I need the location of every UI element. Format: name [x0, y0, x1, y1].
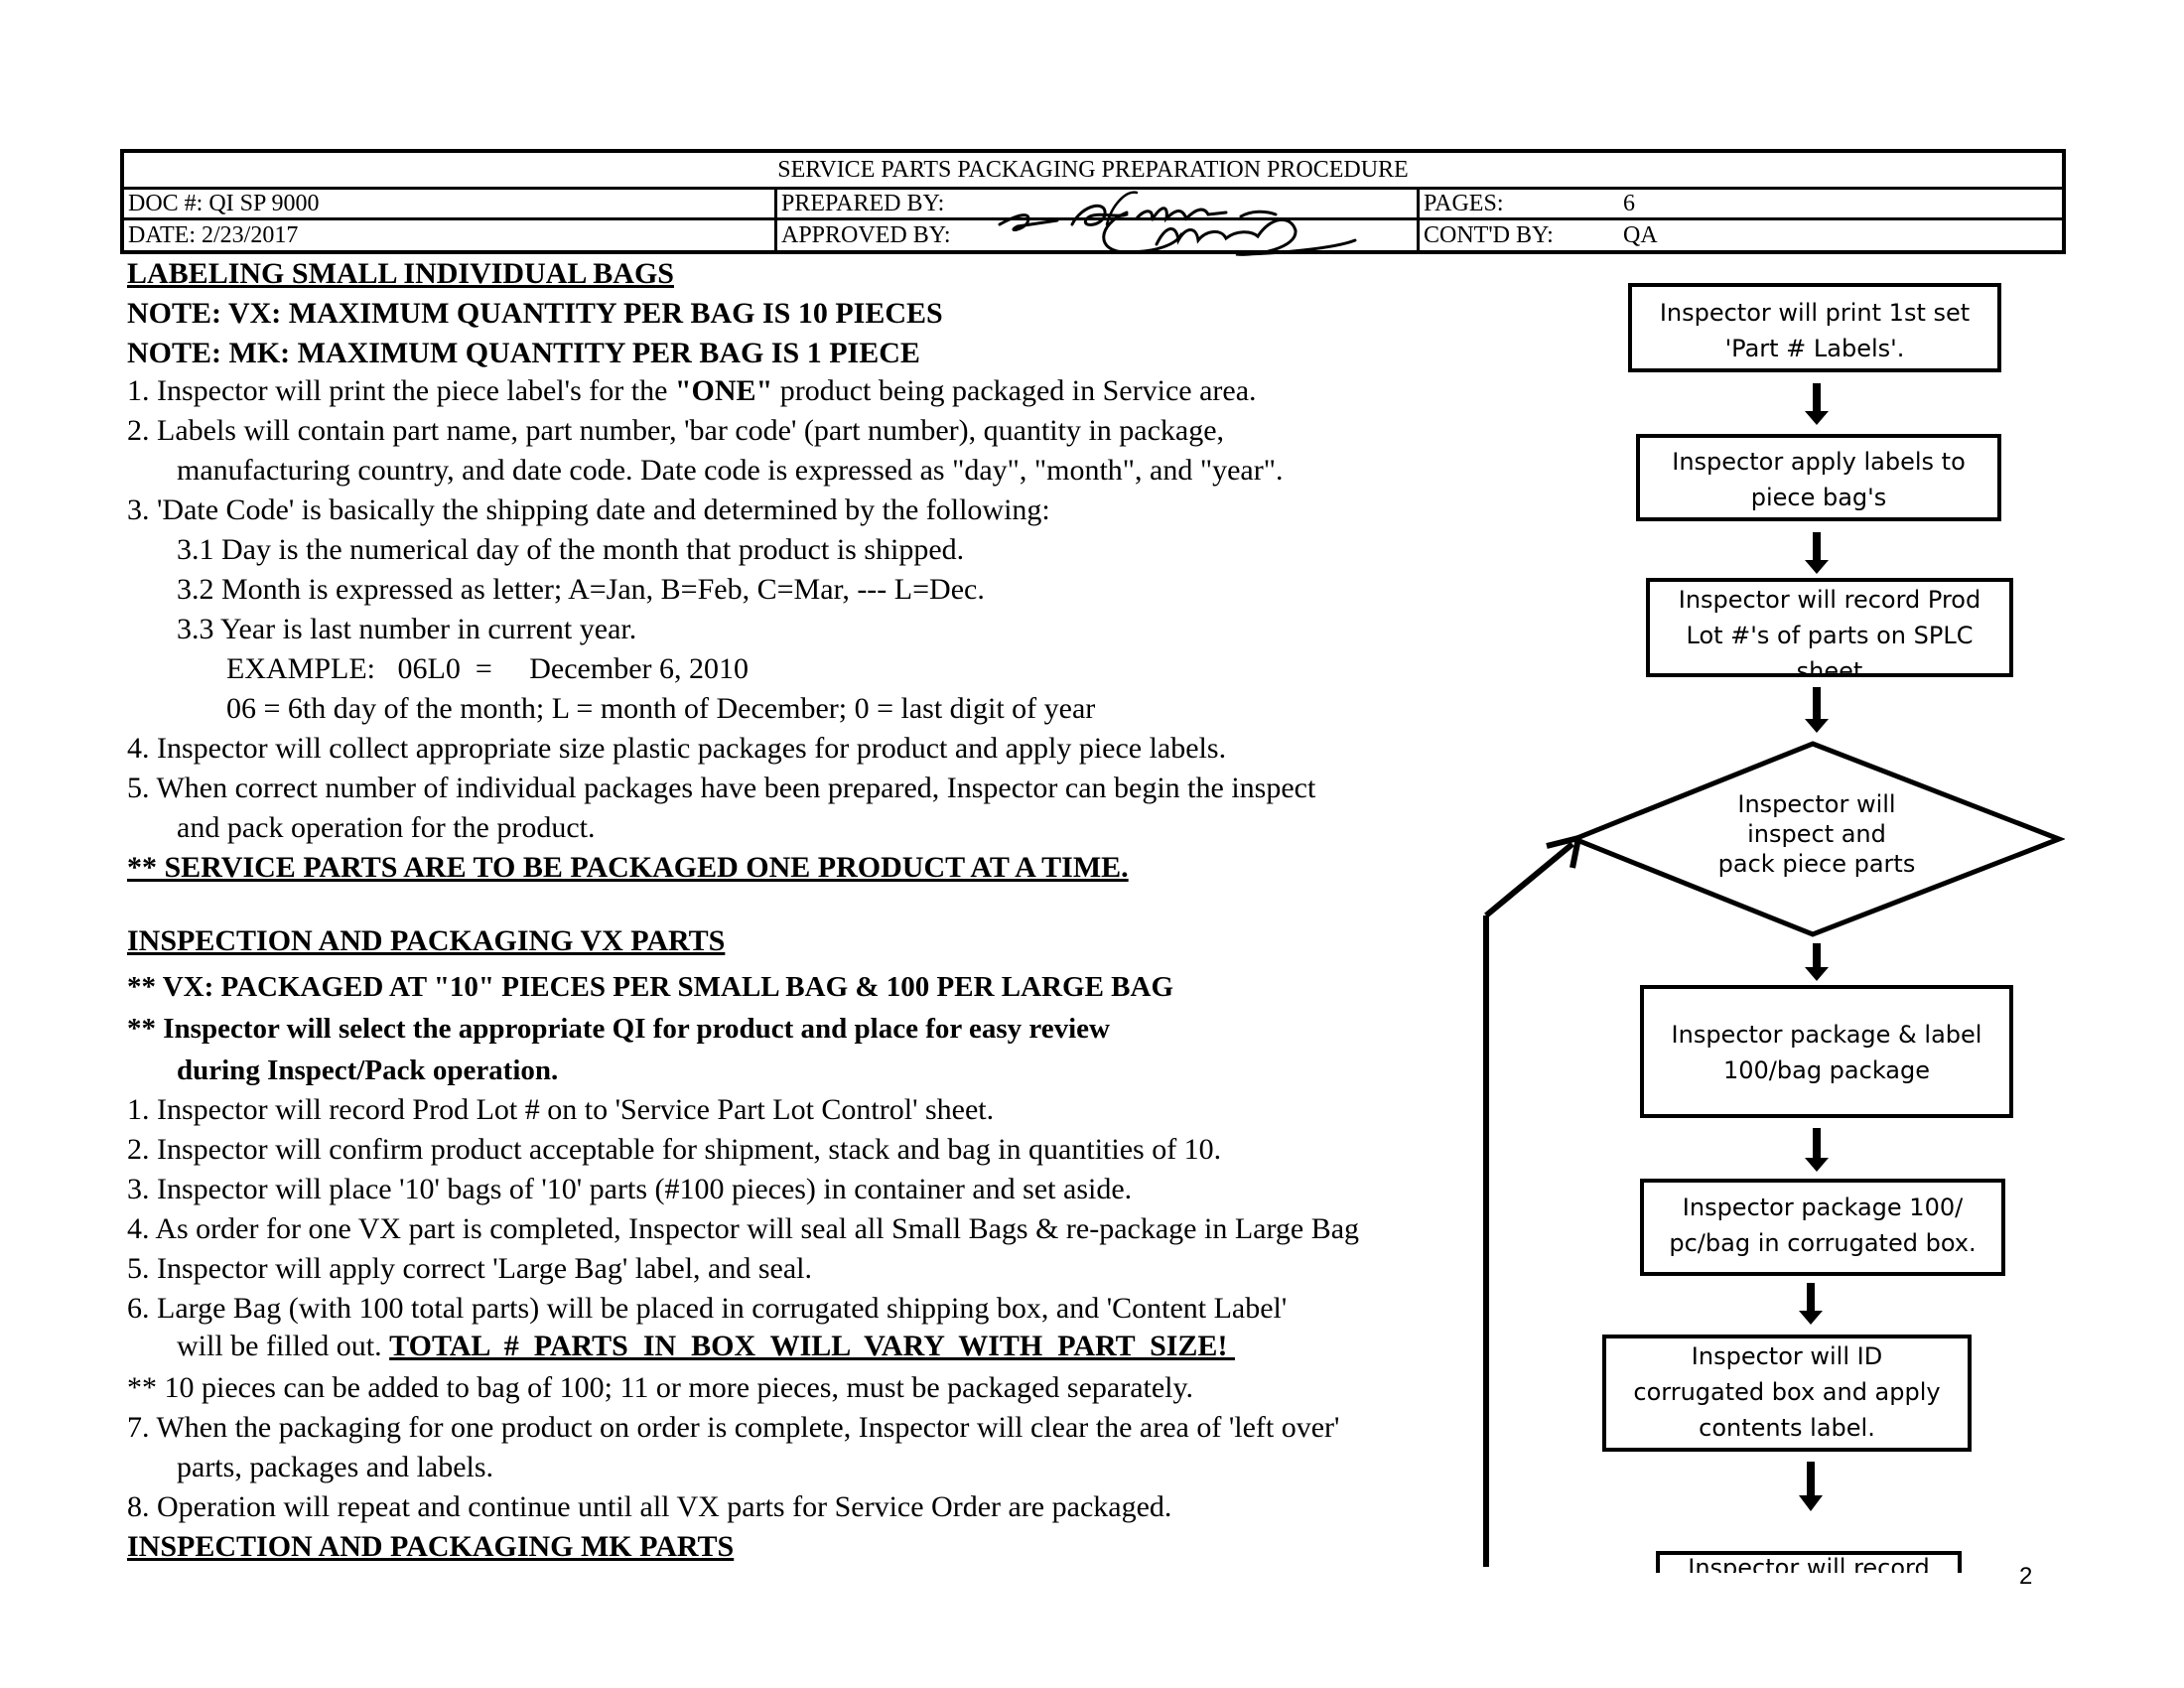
step-3-3: 3.3 Year is last number in current year.	[177, 613, 637, 645]
flow-decision-text: Inspector will inspect and pack piece pa…	[1678, 789, 1956, 879]
date-label: DATE:	[128, 222, 196, 248]
step-3-1: 3.1 Day is the numerical day of the mont…	[177, 533, 965, 566]
down-arrow-icon	[1805, 532, 1829, 574]
qi-review-note: ** Inspector will select the appropriate…	[127, 1013, 1110, 1045]
note-vx-quantity: NOTE: VX: MAXIMUM QUANTITY PER BAG IS 10…	[127, 297, 943, 330]
prepared-by-label: PREPARED BY:	[781, 191, 945, 216]
header-table: SERVICE PARTS PACKAGING PREPARATION PROC…	[120, 149, 2066, 256]
divider	[1417, 187, 1420, 254]
down-arrow-icon	[1799, 1462, 1823, 1511]
step-5: 5. When correct number of individual pac…	[127, 772, 1316, 804]
step-3: 3. 'Date Code' is basically the shipping…	[127, 493, 1050, 526]
flow-step-record-clip: Inspector will record	[1656, 1551, 1962, 1573]
one-product-warning: ** SERVICE PARTS ARE TO BE PACKAGED ONE …	[127, 851, 1129, 884]
approved-by-label: APPROVED BY:	[781, 222, 951, 248]
approved-by-signature	[1102, 211, 1357, 256]
flow-step-print-labels: Inspector will print 1st set 'Part # Lab…	[1628, 283, 2001, 372]
flow-step-line: corrugated box and apply	[1633, 1378, 1941, 1406]
flow-step-line: Inspector will print 1st set	[1659, 299, 1971, 327]
step-4: 4. Inspector will collect appropriate si…	[127, 732, 1227, 765]
flow-step-line: Inspector will record Prod	[1678, 586, 1981, 614]
down-arrow-icon	[1805, 383, 1829, 425]
document-title: SERVICE PARTS PACKAGING PREPARATION PROC…	[777, 157, 1409, 183]
flow-step-line: contents label.	[1699, 1414, 1875, 1442]
section-heading-labeling: LABELING SMALL INDIVIDUAL BAGS	[127, 257, 674, 290]
pages-value: 6	[1623, 191, 1635, 216]
vx-step-6-text: will be filled out.	[177, 1330, 390, 1362]
flow-decision-diamond	[1569, 741, 2065, 937]
flow-decision-line: inspect and	[1747, 820, 1886, 848]
pages-label: PAGES:	[1424, 191, 1504, 216]
down-arrow-icon	[1805, 687, 1829, 733]
qi-review-note-cont: during Inspect/Pack operation.	[177, 1055, 559, 1086]
flow-step-line: Inspector will ID	[1691, 1342, 1883, 1370]
divider	[124, 187, 2062, 190]
flow-step-line: 'Part # Labels'.	[1724, 335, 1905, 362]
vx-step-6-cont: will be filled out. TOTAL # PARTS IN BOX…	[177, 1329, 1235, 1364]
step-2-cont: manufacturing country, and date code. Da…	[177, 454, 1284, 487]
doc-number-value: QI SP 9000	[208, 191, 320, 216]
vx-bag-note: ** 10 pieces can be added to bag of 100;…	[127, 1371, 1194, 1404]
down-arrow-icon	[1799, 1283, 1823, 1325]
flow-step-record-lot: Inspector will record Prod Lot #'s of pa…	[1646, 578, 2013, 677]
flow-step-line: 100/bag package	[1722, 1056, 1931, 1084]
step-1-text: 1. Inspector will print the piece label'…	[127, 374, 675, 407]
vx-step-5: 5. Inspector will apply correct 'Large B…	[127, 1252, 812, 1285]
step-1: 1. Inspector will print the piece label'…	[127, 373, 1257, 409]
vx-step-8: 8. Operation will repeat and continue un…	[127, 1490, 1172, 1523]
step-2: 2. Labels will contain part name, part n…	[127, 414, 1225, 447]
flow-step-line: sheet	[1796, 657, 1863, 677]
flow-step-line: piece bag's	[1750, 484, 1887, 511]
flow-step-line: Lot #'s of parts on SPLC	[1686, 622, 1974, 649]
flow-step-line: Inspector package 100/	[1682, 1194, 1964, 1221]
vx-step-7-cont: parts, packages and labels.	[177, 1451, 494, 1483]
vx-step-7: 7. When the packaging for one product on…	[127, 1411, 1340, 1444]
note-mk-quantity: NOTE: MK: MAXIMUM QUANTITY PER BAG IS 1 …	[127, 337, 920, 369]
section-heading-vx: INSPECTION AND PACKAGING VX PARTS	[127, 924, 726, 957]
doc-number: DOC #: QI SP 9000	[128, 189, 319, 218]
down-arrow-icon	[1805, 943, 1829, 981]
flow-step-line: Inspector apply labels to	[1672, 448, 1966, 476]
divider	[774, 187, 777, 254]
down-arrow-icon	[1805, 1128, 1829, 1172]
divider	[124, 217, 2062, 220]
part-size-warning: TOTAL # PARTS IN BOX WILL VARY WITH PART…	[389, 1330, 1235, 1362]
flow-step-line: pc/bag in corrugated box.	[1669, 1229, 1977, 1257]
date-code-example-detail: 06 = 6th day of the month; L = month of …	[226, 692, 1096, 725]
contd-by-label: CONT'D BY:	[1424, 222, 1554, 248]
doc-number-label: DOC #:	[128, 191, 204, 216]
flow-step-package-label-100: Inspector package & label 100/bag packag…	[1640, 985, 2013, 1118]
step-1-text-end: product being packaged in Service area.	[772, 374, 1257, 407]
flow-step-line: Inspector package & label	[1671, 1021, 1982, 1049]
vx-step-4: 4. As order for one VX part is completed…	[127, 1212, 1360, 1245]
step-3-2: 3.2 Month is expressed as letter; A=Jan,…	[177, 573, 985, 606]
vx-packaging-rule: ** VX: PACKAGED AT "10" PIECES PER SMALL…	[127, 971, 1174, 1003]
vx-step-1: 1. Inspector will record Prod Lot # on t…	[127, 1093, 995, 1126]
vx-step-6: 6. Large Bag (with 100 total parts) will…	[127, 1292, 1288, 1325]
step-5-cont: and pack operation for the product.	[177, 811, 596, 844]
flow-step-id-box: Inspector will ID corrugated box and app…	[1602, 1335, 1972, 1452]
page-number: 2	[2019, 1563, 2033, 1590]
flow-step-record: Inspector will record	[1656, 1551, 1962, 1573]
date-code-example: EXAMPLE: 06L0 = December 6, 2010	[226, 652, 749, 685]
contd-by-value: QA	[1623, 222, 1658, 248]
step-1-emphasis: "ONE"	[674, 374, 773, 407]
flow-decision-line: Inspector will	[1737, 790, 1896, 818]
prepared-by-signature	[998, 191, 1278, 231]
flow-step-apply-labels: Inspector apply labels to piece bag's	[1636, 434, 2001, 521]
flow-step-line: Inspector will record	[1688, 1554, 1930, 1573]
vx-step-2: 2. Inspector will confirm product accept…	[127, 1133, 1222, 1166]
doc-date: DATE: 2/23/2017	[128, 220, 298, 250]
section-heading-mk: INSPECTION AND PACKAGING MK PARTS	[127, 1530, 735, 1563]
date-value: 2/23/2017	[202, 222, 299, 248]
vx-step-3: 3. Inspector will place '10' bags of '10…	[127, 1173, 1133, 1205]
flow-step-corrugated-box: Inspector package 100/ pc/bag in corruga…	[1640, 1179, 2005, 1276]
flow-decision-line: pack piece parts	[1717, 850, 1916, 878]
